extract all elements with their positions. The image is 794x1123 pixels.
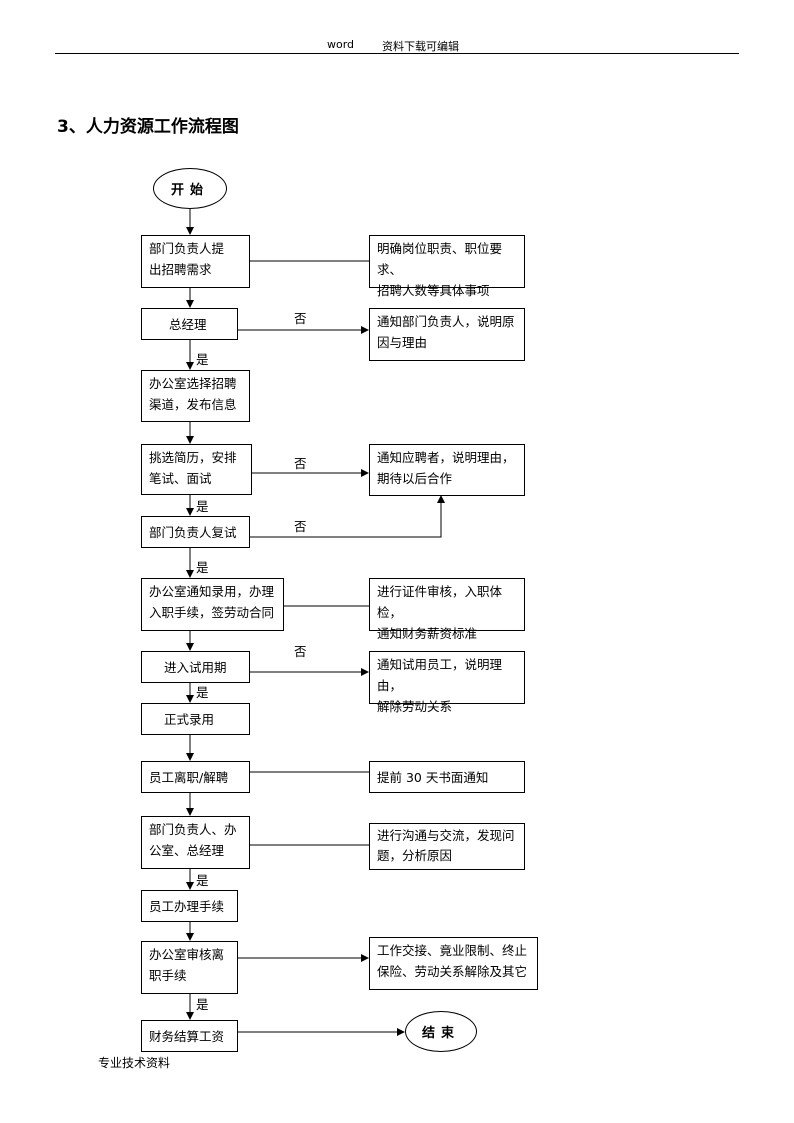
note-notify-department: 通知部门负责人，说明原 因与理由 (369, 308, 525, 361)
step-line: 部门负责人提 (149, 241, 225, 256)
note-line: 招聘人数等具体事项 (377, 283, 490, 298)
step-line: 进入试用期 (164, 660, 227, 675)
label-yes: 是 (196, 352, 209, 367)
step-settle-salary: 财务结算工资 (141, 1020, 238, 1052)
step-line: 职手续 (149, 968, 187, 983)
label-no: 否 (294, 311, 307, 326)
step-line: 渠道，发布信息 (149, 397, 237, 412)
page-title: 3、人力资源工作流程图 (57, 117, 239, 137)
step-managers-review: 部门负责人、办 公室、总经理 (141, 816, 250, 869)
step-hire-notice: 办公室通知录用，办理 入职手续，签劳动合同 (141, 578, 284, 631)
note-line: 解除劳动关系 (377, 699, 453, 714)
step-screen-resumes: 挑选简历，安排 笔试、面试 (141, 444, 252, 495)
step-formal-hire: 正式录用 (141, 703, 250, 735)
note-30-day-notice: 提前 30 天书面通知 (369, 761, 525, 793)
note-line: 题，分析原因 (377, 848, 453, 863)
note-line: 通知部门负责人，说明原 (377, 314, 515, 329)
step-line: 笔试、面试 (149, 471, 212, 486)
header-word: word (327, 38, 355, 51)
label-yes: 是 (196, 560, 209, 575)
step-line: 员工离职/解聘 (149, 770, 229, 785)
note-line: 进行证件审核，入职体检， (377, 584, 503, 620)
note-line: 通知应聘者，说明理由， (377, 450, 515, 465)
label-no: 否 (294, 644, 307, 659)
note-line: 工作交接、竟业限制、终止 (377, 943, 528, 958)
step-line: 部门负责人复试 (149, 525, 237, 540)
note-handover: 工作交接、竟业限制、终止 保险、劳动关系解除及其它 (369, 937, 538, 990)
label-no: 否 (294, 456, 307, 471)
step-line: 员工办理手续 (149, 899, 225, 914)
step-line: 出招聘需求 (149, 262, 212, 277)
start-node: 开始 (153, 168, 227, 209)
step-resignation: 员工离职/解聘 (141, 761, 250, 793)
label-yes: 是 (196, 873, 209, 888)
note-line: 保险、劳动关系解除及其它 (377, 964, 528, 979)
note-line: 提前 30 天书面通知 (377, 770, 489, 785)
header-text: 资料下载可编辑 (382, 40, 459, 53)
step-line: 正式录用 (164, 712, 215, 727)
step-office-audit: 办公室审核离 职手续 (141, 941, 238, 994)
step-recruit-request: 部门负责人提 出招聘需求 (141, 235, 250, 288)
step-select-channel: 办公室选择招聘 渠道，发布信息 (141, 370, 250, 422)
end-node: 结束 (405, 1011, 477, 1052)
note-line: 通知财务薪资标准 (377, 626, 478, 641)
note-job-requirements: 明确岗位职责、职位要求、 招聘人数等具体事项 (369, 235, 525, 298)
label-yes: 是 (196, 685, 209, 700)
note-line: 期待以后合作 (377, 471, 453, 486)
label-no: 否 (294, 519, 307, 534)
step-line: 公室、总经理 (149, 843, 225, 858)
note-line: 因与理由 (377, 335, 428, 350)
page-footer: 专业技术资料 (98, 1056, 171, 1070)
step-line: 办公室通知录用，办理 (149, 584, 275, 599)
page-header: word 资料下载可编辑 (55, 37, 739, 54)
step-probation: 进入试用期 (141, 651, 250, 683)
label-yes: 是 (196, 997, 209, 1012)
step-employee-procedures: 员工办理手续 (141, 890, 238, 922)
note-communication: 进行沟通与交流，发现问 题，分析原因 (369, 823, 525, 870)
note-line: 通知试用员工，说明理由， (377, 657, 503, 693)
label-yes: 是 (196, 499, 209, 514)
note-document-check: 进行证件审核，入职体检， 通知财务薪资标准 (369, 578, 525, 641)
step-line: 办公室选择招聘 (149, 376, 237, 391)
step-line: 入职手续，签劳动合同 (149, 605, 275, 620)
step-line: 部门负责人、办 (149, 822, 237, 837)
note-notify-trial-employee: 通知试用员工，说明理由， 解除劳动关系 (369, 651, 525, 714)
step-line: 挑选简历，安排 (149, 450, 237, 465)
step-general-manager: 总经理 (141, 308, 238, 340)
note-line: 进行沟通与交流，发现问 (377, 828, 515, 843)
note-line: 明确岗位职责、职位要求、 (377, 241, 503, 277)
step-line: 办公室审核离 (149, 947, 225, 962)
step-line: 财务结算工资 (149, 1029, 225, 1044)
note-notify-applicant: 通知应聘者，说明理由， 期待以后合作 (369, 444, 525, 496)
step-line: 总经理 (169, 317, 207, 332)
step-second-interview: 部门负责人复试 (141, 516, 250, 548)
